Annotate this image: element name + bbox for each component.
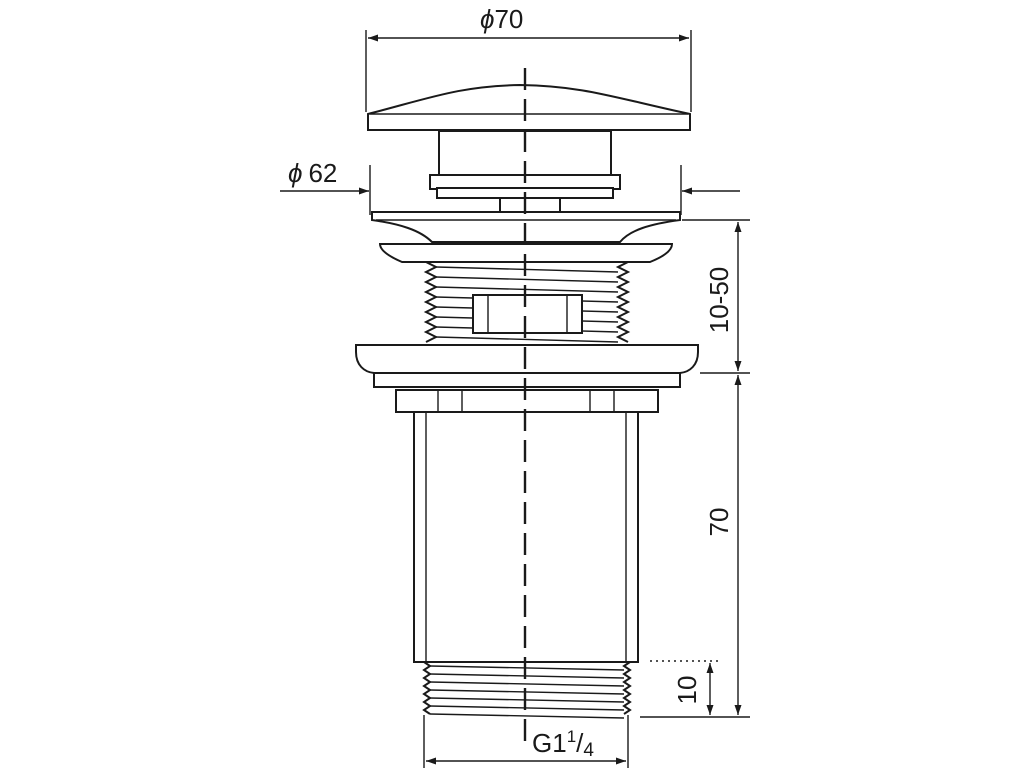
cap-diameter-symbol: ϕ (480, 4, 494, 34)
upper-thread-right-profile (615, 261, 631, 343)
lower-thread-crest-line (429, 681, 625, 687)
upper-thread-left-profile (423, 261, 439, 343)
upper-thread-crest-line (435, 266, 619, 273)
pop-up-cap (367, 83, 691, 131)
lower-thread-crest-line (429, 665, 625, 671)
clamping-range-label: 10-50 (704, 267, 734, 334)
upper-thread-crest-line (435, 336, 619, 343)
body-length-label: 70 (704, 508, 734, 537)
lock-nut-ring (378, 243, 674, 263)
dimension-thread-size: G11/4 (423, 715, 629, 768)
collar (395, 389, 659, 413)
lower-thread-crest-line (429, 689, 625, 695)
dimension-thread-length: 10 (650, 660, 720, 715)
cap-diameter-label: ϕ70 (480, 4, 523, 34)
upper-thread-crest-line (435, 276, 619, 283)
inner-slot (472, 294, 583, 334)
thread-size-denominator: 4 (583, 740, 594, 761)
flange-diameter-value: 62 (308, 158, 337, 188)
dimension-body-length: 70 (640, 375, 750, 718)
lower-thread-crest-line (429, 705, 625, 711)
cap-diameter-value: 70 (494, 4, 523, 34)
lower-flange (355, 344, 699, 388)
threaded-section (423, 261, 631, 343)
thread-size-numerator: 1 (567, 727, 576, 746)
lower-thread-right-profile (622, 661, 632, 715)
bottom-thread (422, 661, 632, 719)
dimension-cap-diameter: ϕ70 (365, 4, 692, 112)
lower-thread-crest-line (429, 713, 625, 719)
thread-length-label: 10 (672, 676, 702, 705)
dimension-clamping-range: 10-50 (682, 219, 750, 374)
lower-thread-left-profile (422, 661, 432, 715)
thread-size-prefix: G1 (532, 728, 567, 758)
lower-thread-crest-line (429, 673, 625, 679)
upper-thread-crest-line (435, 286, 619, 293)
lower-thread-crest-line (429, 697, 625, 703)
thread-size-label: G11/4 (532, 727, 594, 761)
thread-size-slash: / (576, 728, 584, 758)
flange-diameter-symbol: ϕ (288, 158, 302, 188)
